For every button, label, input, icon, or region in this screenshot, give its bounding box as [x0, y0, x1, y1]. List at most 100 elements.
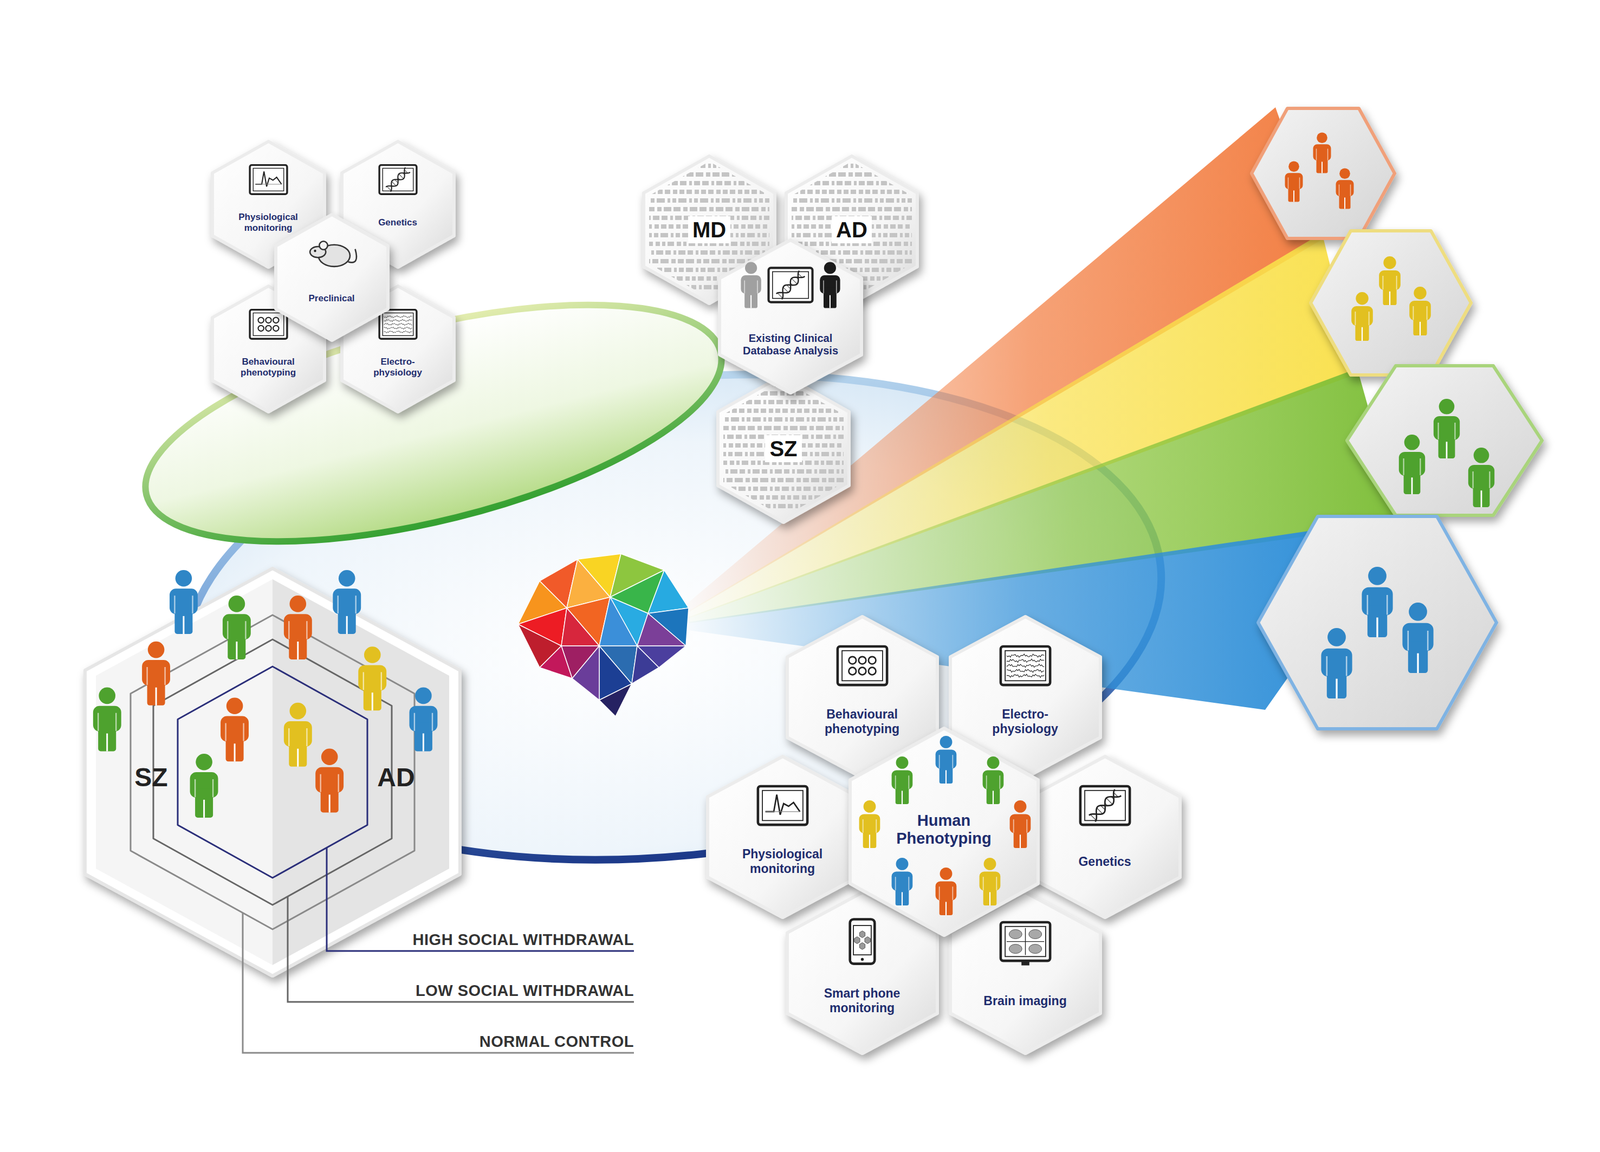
shape-rect [768, 267, 813, 302]
shape-line [288, 728, 290, 747]
shape-polygon [859, 930, 865, 938]
text-box: Electro- physiology [986, 707, 1065, 736]
shape-line [1096, 807, 1103, 814]
shape-line [1419, 458, 1421, 476]
person-figure [222, 595, 251, 660]
shape-line [328, 794, 331, 813]
text-box: Behavioural phenotyping [225, 356, 312, 378]
shape-line [288, 620, 290, 639]
person-figure [740, 261, 761, 308]
shape-line [938, 754, 940, 769]
icon-mri [1000, 922, 1050, 966]
person-figure [979, 857, 1001, 906]
shape-rect [1288, 183, 1300, 203]
hexagon-shape [705, 754, 860, 920]
shape-polygon [275, 214, 388, 341]
person-figure [1320, 627, 1352, 699]
shape-circle [228, 595, 246, 613]
shape-circle [273, 325, 279, 332]
shape-rect [382, 313, 413, 336]
shape-rect [147, 676, 166, 706]
icon-dna [379, 165, 417, 195]
shape-polygon [648, 569, 689, 614]
shape-line [784, 180, 920, 186]
text-box: Existing Clinical Database Analysis [732, 332, 850, 358]
shape-line [901, 790, 903, 805]
shape-line [868, 834, 870, 848]
icon-dots [837, 646, 887, 685]
shape-circle [824, 261, 837, 274]
node-text: Physiological monitoring [725, 846, 840, 876]
hexagon-shape [1027, 754, 1183, 920]
shape-circle [1355, 292, 1369, 305]
text-box: Electro- physiology [368, 356, 427, 378]
shape-line [641, 250, 777, 255]
shape-rect [1021, 960, 1030, 966]
leader-line [326, 847, 634, 951]
shape-circle [939, 735, 952, 749]
shape-line [715, 408, 852, 413]
shape-line [875, 819, 877, 833]
text-box: SZ [107, 762, 195, 793]
shape-circle [895, 756, 909, 769]
shape-polyline [1006, 669, 1044, 673]
shape-line [1367, 594, 1369, 615]
shape-line [951, 886, 954, 900]
shape-polygon [637, 613, 686, 646]
text-box: Physiological monitoring [725, 846, 840, 876]
brain-polygon [517, 553, 689, 717]
shape-line [1488, 471, 1491, 489]
shape-polyline [383, 330, 412, 333]
shape-circle [1368, 566, 1387, 586]
shape-line [823, 280, 825, 294]
shape-circle [867, 666, 876, 675]
node-text: AD [831, 216, 872, 244]
shape-line [1389, 291, 1391, 306]
shape-line [422, 733, 425, 752]
text-box: Physiological monitoring [225, 211, 312, 233]
shape-line [115, 713, 117, 731]
shape-line [242, 723, 244, 742]
shape-circle [863, 800, 876, 813]
shape-polyline [255, 171, 282, 187]
shape-line [306, 620, 308, 639]
node-text: Electro- physiology [986, 707, 1065, 736]
text-box: Smart phone monitoring [805, 986, 920, 1015]
shape-line [173, 595, 176, 614]
shape-line [224, 723, 226, 742]
shape-line [244, 620, 246, 639]
shape-line [194, 779, 196, 798]
shape-rect [1355, 319, 1369, 342]
shape-line [1437, 422, 1440, 440]
node-text: AD [352, 762, 440, 793]
shape-polyline [1006, 653, 1044, 657]
shape-circle [175, 569, 193, 587]
hexagon-shape [717, 237, 864, 395]
node-text: SZ [107, 762, 195, 793]
shape-rect [382, 168, 413, 192]
node-text: Physiological monitoring [225, 211, 312, 233]
shape-line [715, 469, 852, 474]
shape-line [1026, 819, 1028, 833]
shape-rect [1413, 313, 1427, 336]
shape-polyline [383, 322, 412, 326]
shape-circle [273, 317, 279, 323]
shape-line [164, 666, 166, 685]
person-figure [1361, 566, 1393, 638]
node-text: Preclinical [288, 293, 375, 304]
shape-polygon [859, 942, 865, 950]
shape-line [715, 399, 852, 405]
node-text: MD [688, 216, 731, 244]
person-figure [315, 748, 344, 813]
text-box: Brain imaging [968, 993, 1083, 1008]
shape-rect [1005, 925, 1046, 957]
shape-line [641, 189, 777, 194]
shape-rect [253, 168, 284, 192]
shape-line [944, 901, 947, 916]
person-figure [858, 800, 880, 848]
shape-line [715, 425, 852, 431]
shape-line [992, 790, 994, 805]
shape-circle [986, 756, 1000, 769]
shape-rect [1438, 431, 1456, 459]
